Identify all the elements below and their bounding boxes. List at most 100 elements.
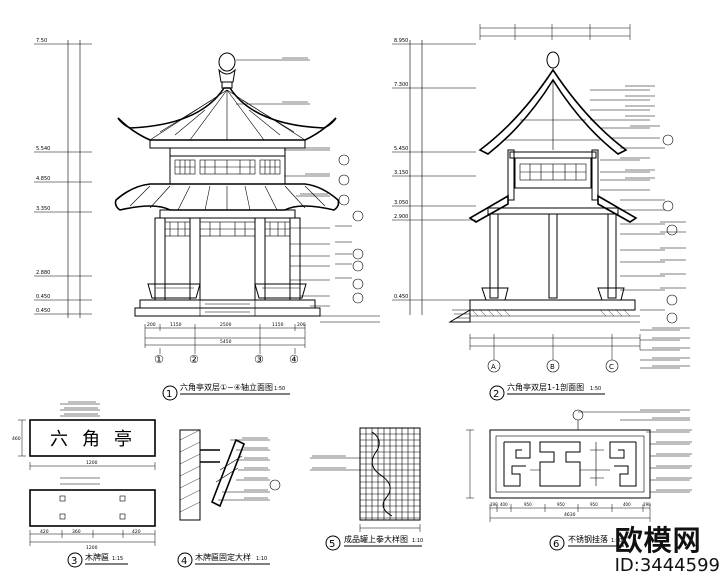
- section-upper-storey: [507, 149, 599, 201]
- upper-storey: [169, 147, 286, 185]
- section-callouts: [590, 85, 690, 369]
- level-label: 3.050: [394, 200, 408, 206]
- view-title: 六角亭双层1-1剖面图: [507, 382, 584, 392]
- dim-label: 950: [557, 502, 565, 507]
- plaque-face: [29, 419, 156, 457]
- text-line-placeholders: [312, 455, 346, 469]
- elevation-level-marks: [34, 43, 92, 315]
- section-upper-roof: [478, 68, 628, 159]
- view-number-circle: [162, 385, 178, 401]
- view-number-circle: [67, 552, 83, 568]
- tile-grid-line: [360, 428, 420, 520]
- lower-roof: [114, 183, 340, 219]
- view-number-circle: [549, 535, 565, 551]
- axis-label: C: [609, 363, 614, 371]
- dim-total-label: 4630: [564, 512, 576, 518]
- level-label: 7.300: [394, 82, 408, 88]
- level-label: 0.450: [36, 308, 50, 314]
- level-label: 5.450: [394, 146, 408, 152]
- view-scale: 1:15: [112, 556, 123, 562]
- view-scale: 1:50: [590, 386, 601, 392]
- level-label: 3.350: [36, 206, 50, 212]
- upper-lattice-windows: [174, 159, 281, 175]
- axis-bubble: ②: [189, 353, 199, 366]
- tile-curve: [371, 431, 393, 517]
- dim-label: 190: [643, 502, 651, 507]
- text-line-placeholders: [620, 85, 690, 367]
- section-finial: [546, 51, 560, 69]
- fascia-lattice-pattern: [503, 441, 637, 487]
- view-number-circle: [177, 552, 193, 568]
- dim-label: 950: [524, 502, 532, 507]
- section-view: 8.950 7.300 5.450 3.150 3.050 2.900 0.45…: [392, 24, 690, 401]
- view-title: 木牌匾固定大样: [195, 552, 251, 562]
- level-label: 2.880: [36, 270, 50, 276]
- tile-grid-lines: [360, 428, 420, 520]
- text-line-placeholders: [64, 401, 98, 415]
- level-label: 4.850: [36, 176, 50, 182]
- dim-label: 420: [132, 529, 141, 535]
- dim-label: 460: [12, 436, 21, 442]
- view-scale: 1:10: [611, 538, 622, 544]
- elevation-axis-bubbles: [159, 348, 296, 354]
- dim-label: 1200: [86, 545, 98, 551]
- dim-label: 400: [500, 502, 508, 507]
- tile-detail-view: 5 成品罐上拳大样图 1:10: [310, 427, 423, 551]
- text-line-placeholders: [640, 409, 692, 491]
- dim-label: 360: [72, 529, 81, 535]
- view-number: 2: [493, 389, 499, 400]
- dim-label: 200: [147, 322, 156, 328]
- axis-bubble: ③: [254, 353, 264, 366]
- upper-roof: [117, 87, 337, 149]
- view-number-circle: [489, 385, 505, 401]
- view-scale: 1:10: [412, 538, 423, 544]
- view-title: 木牌匾: [85, 552, 109, 562]
- plaque-back: [29, 489, 156, 527]
- axis-bubble-circle: [546, 359, 560, 373]
- plaque-char: 角: [82, 429, 100, 450]
- section-level-marks: [392, 43, 476, 301]
- plaque-mount-holes: [59, 495, 126, 520]
- level-label: 0.450: [36, 294, 50, 300]
- section-columns: [489, 213, 617, 299]
- axis-bubble: ①: [154, 353, 164, 366]
- axis-label: B: [550, 363, 555, 371]
- view-number: 6: [553, 539, 559, 550]
- section-dimensions: [469, 334, 641, 360]
- axis-label: A: [491, 363, 496, 371]
- watermark-logo: 欧模网: [614, 524, 702, 557]
- fascia-frame: [489, 429, 651, 499]
- dim-label: 420: [40, 529, 49, 535]
- lattice-frieze: [164, 221, 291, 237]
- level-label: 8.950: [394, 38, 408, 44]
- view-number: 1: [166, 389, 172, 400]
- section-base: [448, 299, 640, 323]
- plaque-char: 六: [50, 429, 68, 450]
- view-number: 5: [329, 539, 335, 550]
- dim-label: 190: [490, 502, 498, 507]
- wall-section: [179, 429, 201, 521]
- dim-label: 950: [590, 502, 598, 507]
- dim-label: 400: [623, 502, 631, 507]
- level-label: 7.50: [36, 38, 47, 44]
- level-label: 2.900: [394, 214, 408, 220]
- view-number: 3: [71, 556, 77, 567]
- section-lower-roof: [468, 194, 638, 223]
- view-title: 六角亭双层①~④轴立面图: [180, 382, 273, 392]
- text-line-placeholders: [282, 57, 380, 323]
- level-label: 0.450: [394, 294, 408, 300]
- dim-label: 1150: [170, 322, 182, 328]
- platform-base: [134, 299, 321, 317]
- view-scale: 1:10: [256, 556, 267, 562]
- elevation-dimensions: [144, 324, 306, 348]
- view-scale: 1:50: [274, 386, 285, 392]
- plaque-fixing-view: 4 木牌匾固定大样 1:10: [177, 429, 281, 568]
- text-line-placeholders: [242, 437, 268, 499]
- plaque-board: [210, 438, 246, 508]
- seat-railing: [147, 283, 307, 299]
- dim-label: 200: [297, 322, 306, 328]
- view-number: 4: [181, 556, 187, 567]
- watermark: 欧模网 ID:3444599: [615, 526, 720, 576]
- dim-label: 2500: [220, 322, 232, 328]
